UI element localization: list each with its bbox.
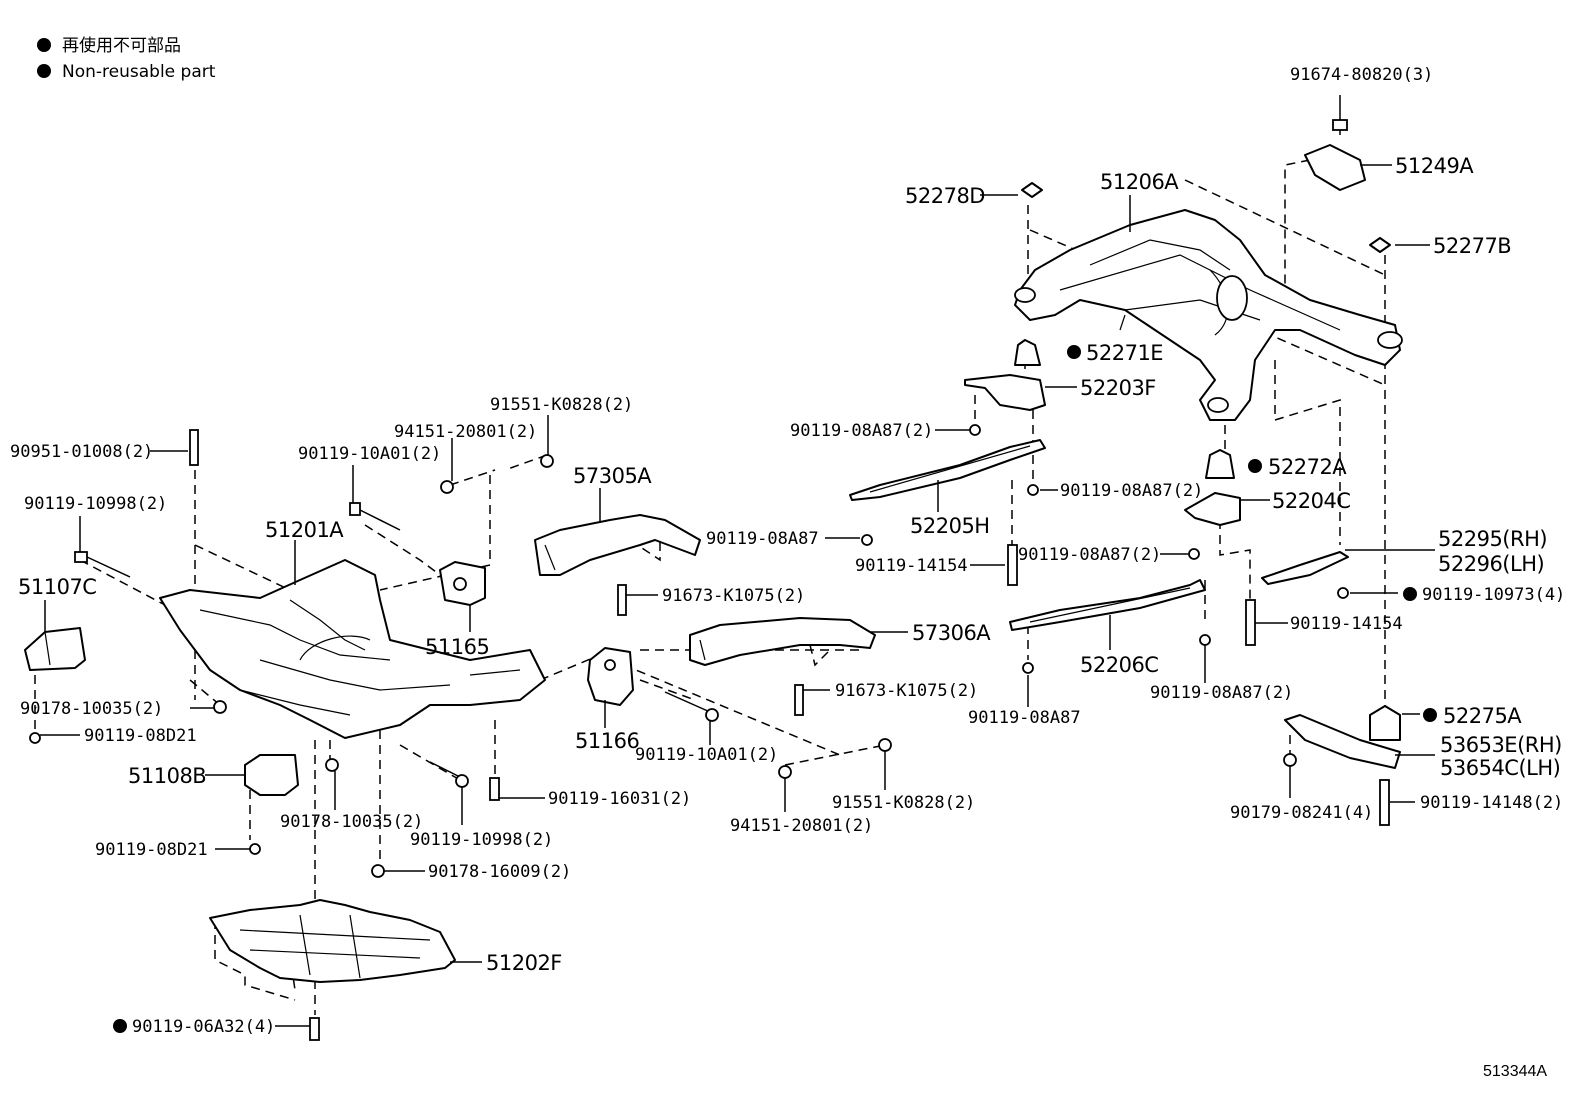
non-reusable-marker-icon <box>1403 587 1417 601</box>
label-90119-06A32: 90119-06A32(4) <box>132 1017 275 1037</box>
label-90119-08A87-b: 90119-08A87(2) <box>1060 481 1203 501</box>
label-90119-10998-a: 90119-10998(2) <box>24 494 167 514</box>
label-90119-14154-b: 90119-14154 <box>1290 614 1403 634</box>
label-51108B: 51108B <box>128 764 206 788</box>
leader-lines <box>40 95 1435 1027</box>
front-subframe <box>159 559 546 739</box>
label-90178-10035-a: 90178-10035(2) <box>20 699 163 719</box>
label-57305A: 57305A <box>573 464 652 488</box>
label-90179-08241: 90179-08241(4) <box>1230 803 1373 823</box>
label-90119-10998-b: 90119-10998(2) <box>410 830 553 850</box>
label-52271E: 52271E <box>1086 341 1163 365</box>
rear-brackets <box>964 119 1401 769</box>
label-94151-20801-b: 94151-20801(2) <box>730 816 873 836</box>
non-reusable-marker-icon <box>1067 345 1081 359</box>
label-51201A: 51201A <box>265 518 344 542</box>
label-52205H: 52205H <box>910 514 990 538</box>
label-90119-10A01-a: 90119-10A01(2) <box>298 444 441 464</box>
rear-braces <box>849 439 1206 631</box>
label-52275A: 52275A <box>1443 704 1522 728</box>
non-reusable-marker-icon <box>1248 459 1262 473</box>
label-90119-08A87-d: 90119-08A87(2) <box>1018 545 1161 565</box>
label-90178-10035-b: 90178-10035(2) <box>280 812 423 832</box>
label-53653E-rh: 53653E(RH) <box>1440 733 1562 757</box>
label-52278D: 52278D <box>905 184 985 208</box>
label-90119-08A87-c: 90119-08A87 <box>706 529 819 549</box>
label-52296-lh: 52296(LH) <box>1438 552 1544 576</box>
label-91551-K0828-b: 91551-K0828(2) <box>832 793 975 813</box>
label-51166: 51166 <box>575 729 639 753</box>
label-51165: 51165 <box>425 635 489 659</box>
label-57306A: 57306A <box>912 621 991 645</box>
label-90951-01008: 90951-01008(2) <box>10 442 153 462</box>
label-52206C: 52206C <box>1080 653 1158 677</box>
non-reusable-marker-icon <box>1423 708 1437 722</box>
label-90119-08A87-a: 90119-08A87(2) <box>790 421 933 441</box>
label-52272A: 52272A <box>1268 455 1347 479</box>
label-94151-20801-a: 94151-20801(2) <box>394 422 537 442</box>
front-brackets <box>24 514 876 796</box>
label-90119-08D21-b: 90119-08D21 <box>95 840 208 860</box>
label-51202F: 51202F <box>486 951 562 975</box>
label-91674-80820: 91674-80820(3) <box>1290 65 1433 85</box>
label-90119-14148: 90119-14148(2) <box>1420 793 1563 813</box>
label-90119-08A87-e: 90119-08A87(2) <box>1150 683 1293 703</box>
diagram-reference-code: 513344A <box>1483 1063 1547 1080</box>
legend: 再使用不可部品 Non-reusable part <box>37 35 216 82</box>
legend-english: Non-reusable part <box>62 62 216 82</box>
label-90119-16031: 90119-16031(2) <box>548 789 691 809</box>
non-reusable-marker-icon <box>37 38 51 52</box>
label-52203F: 52203F <box>1080 376 1156 400</box>
non-reusable-marker-icon <box>37 64 51 78</box>
label-52204C: 52204C <box>1272 489 1350 513</box>
label-52277B: 52277B <box>1433 234 1511 258</box>
rear-subframe <box>1014 209 1403 421</box>
front-underbody-cover <box>209 899 456 983</box>
label-90119-10A01-b: 90119-10A01(2) <box>635 745 778 765</box>
label-91673-K1075-a: 91673-K1075(2) <box>662 586 805 606</box>
part-labels: 91674-80820(3) 51249A 52278D 51206A 5227… <box>10 65 1565 1080</box>
legend-japanese: 再使用不可部品 <box>62 35 181 56</box>
label-51249A: 51249A <box>1395 154 1474 178</box>
label-90178-16009: 90178-16009(2) <box>428 862 571 882</box>
label-90119-08D21-a: 90119-08D21 <box>84 726 197 746</box>
non-reusable-marker-icon <box>113 1019 127 1033</box>
label-53654C-lh: 53654C(LH) <box>1440 756 1560 780</box>
label-51206A: 51206A <box>1100 170 1179 194</box>
label-90119-14154-a: 90119-14154 <box>855 556 968 576</box>
label-90119-10973: 90119-10973(4) <box>1422 585 1565 605</box>
label-51107C: 51107C <box>18 575 96 599</box>
label-52295-rh: 52295(RH) <box>1438 527 1547 551</box>
label-90119-08A87-f: 90119-08A87 <box>968 708 1081 728</box>
fasteners <box>29 424 1390 1041</box>
label-91673-K1075-b: 91673-K1075(2) <box>835 681 978 701</box>
label-91551-K0828-a: 91551-K0828(2) <box>490 395 633 415</box>
